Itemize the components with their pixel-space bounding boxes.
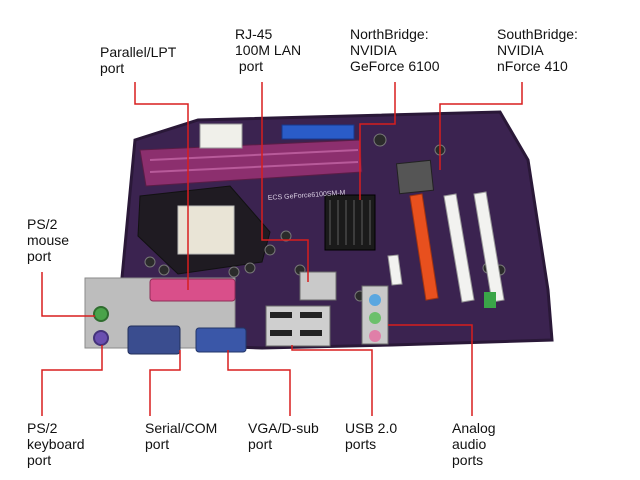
audio-ports-label: Analog audio ports <box>452 420 496 468</box>
audio-jack-pink <box>369 330 381 342</box>
serial-port-connector <box>127 325 181 355</box>
pci-slot-1 <box>443 193 475 303</box>
ps2-mouse-port-label: PS/2 mouse port <box>27 216 70 264</box>
northbridge-label: NorthBridge: NVIDIA GeForce 6100 <box>350 26 440 74</box>
usb-ports-label: USB 2.0 ports <box>345 420 398 452</box>
callout-lines <box>41 82 523 416</box>
audio-jack-blue <box>369 294 381 306</box>
pcie-slot <box>409 193 439 301</box>
vga-port-label: VGA/D-sub port <box>248 420 319 452</box>
cpu-socket-pins <box>177 205 235 255</box>
ps2-mouse-port <box>93 306 109 322</box>
serial-port-label: Serial/COM port <box>145 420 218 452</box>
pci-slot-2 <box>473 191 505 303</box>
ide-connector <box>281 124 355 140</box>
vga-port-connector <box>195 327 247 353</box>
southbridge-chip <box>395 159 435 195</box>
green-header <box>484 292 496 308</box>
lan-port-connector <box>299 271 337 301</box>
parallel-port-label: Parallel/LPT port <box>100 44 177 76</box>
southbridge-label: SouthBridge: NVIDIA nForce 410 <box>497 26 578 74</box>
rj45-lan-port-label: RJ-45 100M LAN port <box>235 26 302 74</box>
ps2-keyboard-port <box>93 330 109 346</box>
northbridge-heatsink <box>324 194 376 251</box>
parallel-port-connector <box>149 278 236 302</box>
ps2-keyboard-port-label: PS/2 keyboard port <box>27 420 85 468</box>
audio-jack-green <box>369 312 381 324</box>
pcie-x1-slot <box>387 254 403 286</box>
atx-power-connector <box>199 123 243 149</box>
